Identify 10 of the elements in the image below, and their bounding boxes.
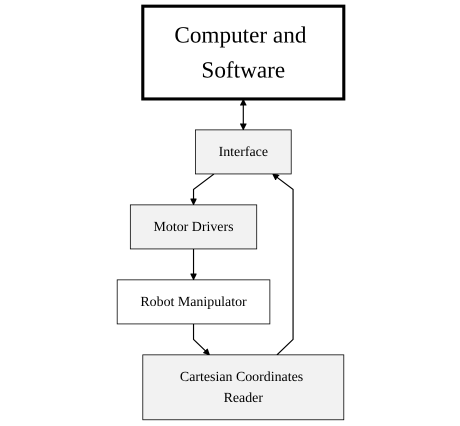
- process-box: Motor Drivers: [129, 204, 257, 250]
- arrow: [190, 174, 214, 206]
- arrow: [239, 98, 246, 130]
- process-box: Interface: [194, 130, 292, 174]
- arrow: [272, 174, 294, 356]
- arrow: [190, 248, 196, 280]
- process-box: Cartesian Coordinates Reader: [142, 354, 344, 420]
- process-box: Computer and Software: [140, 4, 345, 101]
- arrow: [192, 324, 210, 356]
- process-box: Robot Manipulator: [116, 279, 270, 324]
